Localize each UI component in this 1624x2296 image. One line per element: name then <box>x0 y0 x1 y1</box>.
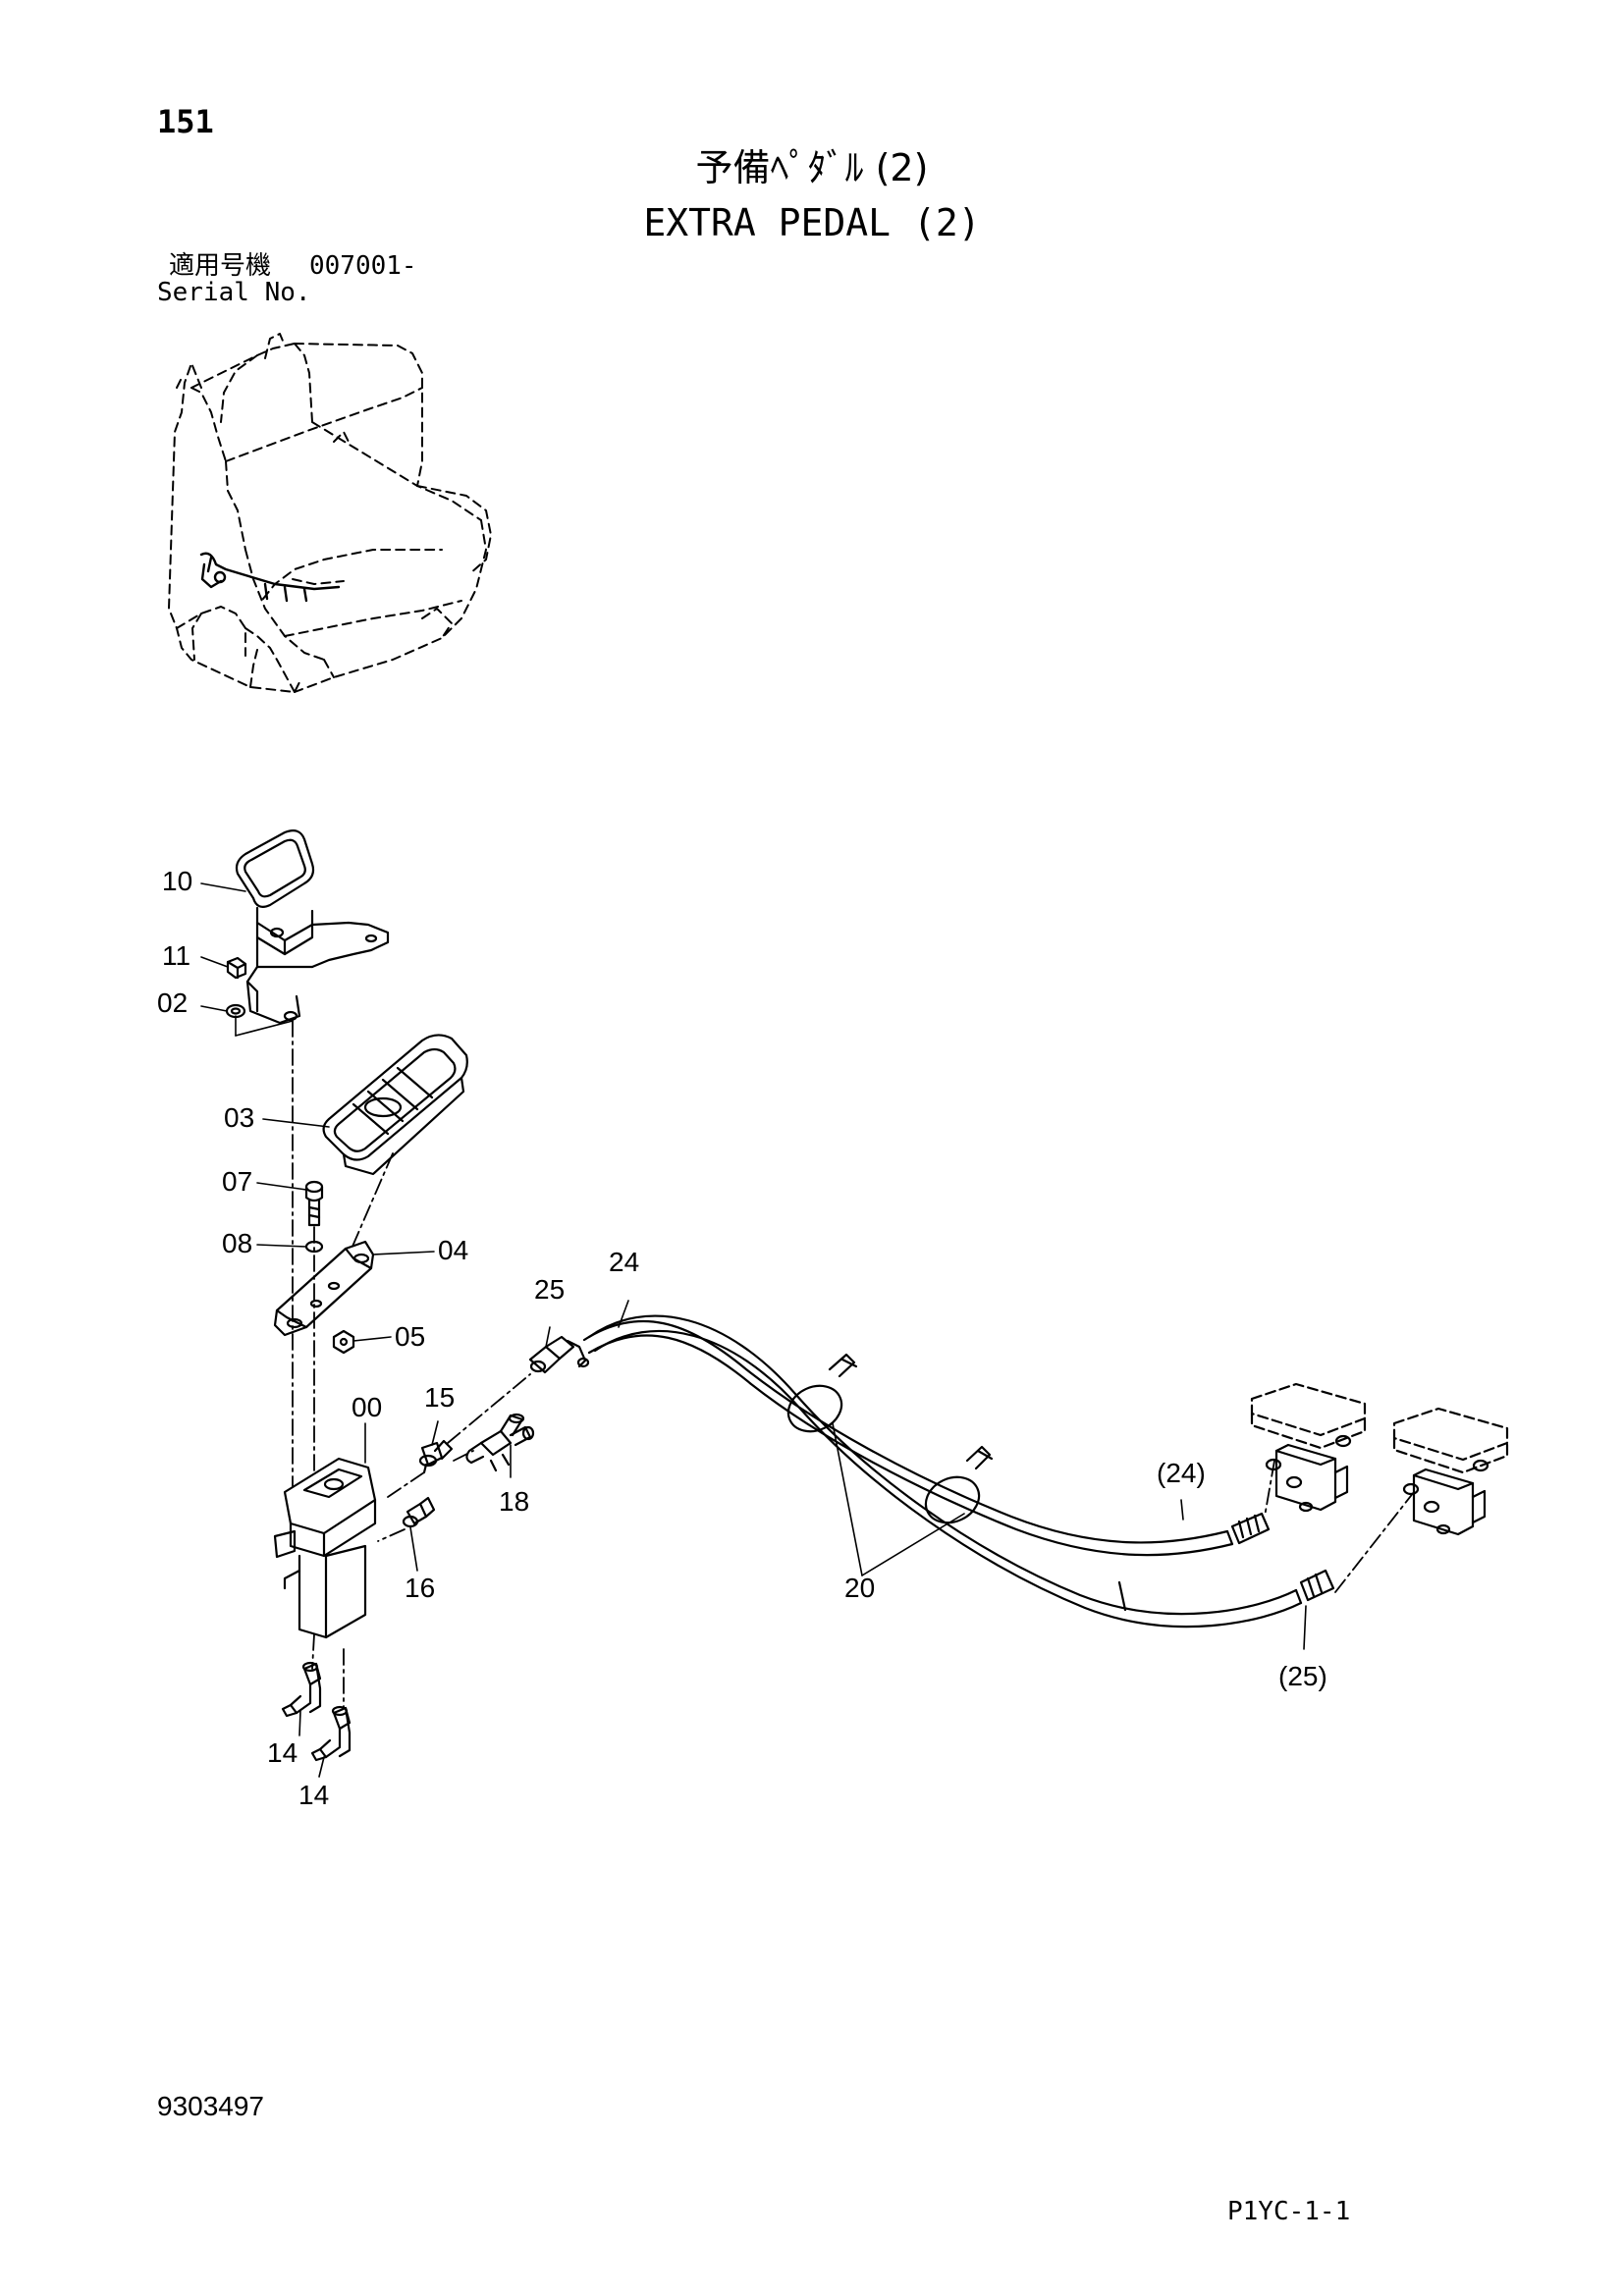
nut-part-11 <box>226 956 247 980</box>
callout-25-ref: (25) <box>1278 1661 1327 1691</box>
callout-07: 07 <box>222 1166 253 1197</box>
callout-14-lower: 14 <box>298 1780 330 1810</box>
bracket-part-04 <box>273 1240 375 1337</box>
pedal-part-03 <box>322 1034 468 1176</box>
callout-25: 25 <box>534 1274 566 1305</box>
control-valve-right-b <box>1392 1407 1509 1474</box>
tee-fitting-part-18 <box>465 1413 535 1472</box>
control-valve-right-a <box>1250 1382 1367 1450</box>
callout-24: 24 <box>609 1247 640 1277</box>
callout-16: 16 <box>405 1573 436 1603</box>
callout-10: 10 <box>162 866 193 896</box>
clamp-part-20-second <box>924 1445 994 1524</box>
callout-20: 20 <box>844 1573 876 1603</box>
elbow-part-14-lower <box>310 1705 352 1762</box>
callout-11: 11 <box>162 940 191 971</box>
hose-part-25 <box>587 1314 1335 1629</box>
serial-label-english: Serial No. <box>157 278 311 307</box>
callout-leaders <box>200 882 1307 1778</box>
control-valve-right-a-body <box>1265 1434 1352 1513</box>
serial-range: 007001- <box>309 251 417 281</box>
cab-location-view <box>168 333 492 693</box>
nut-part-05 <box>332 1329 355 1355</box>
title-english: EXTRA PEDAL (2) <box>643 201 981 244</box>
fitting-part-25-upper <box>528 1335 590 1374</box>
callout-14-upper: 14 <box>267 1737 298 1768</box>
callout-00: 00 <box>352 1392 383 1422</box>
serial-label-japanese: 適用号機 <box>169 251 272 281</box>
cab-pedal-highlight <box>199 552 341 603</box>
fitting-part-16 <box>402 1496 436 1528</box>
assembly-lines-solid <box>235 1015 294 1037</box>
assembly-lines <box>292 1020 1415 1709</box>
clamp-part-20-first <box>786 1353 858 1433</box>
footrest-part-10 <box>235 829 390 1025</box>
control-valve-right-b-body <box>1402 1459 1489 1536</box>
callout-02: 02 <box>157 988 189 1018</box>
callout-24-ref: (24) <box>1157 1458 1206 1488</box>
callout-08: 08 <box>222 1228 253 1258</box>
hose-part-24 <box>582 1319 1271 1557</box>
bolt-part-07 <box>304 1180 324 1227</box>
callout-15: 15 <box>424 1382 456 1413</box>
page-code: P1YC-1-1 <box>1227 2197 1351 2226</box>
document-number: 9303497 <box>157 2091 265 2121</box>
pilot-valve-part-00 <box>273 1457 377 1639</box>
callout-04: 04 <box>438 1235 469 1265</box>
callout-03: 03 <box>224 1102 255 1133</box>
elbow-part-14-upper <box>281 1661 322 1718</box>
callout-18: 18 <box>499 1486 530 1517</box>
fitting-part-15 <box>418 1439 454 1474</box>
title-japanese: 予備ﾍﾟﾀﾞﾙ (2) <box>695 146 929 189</box>
page-number: 151 <box>157 103 214 140</box>
callout-05: 05 <box>395 1321 426 1352</box>
